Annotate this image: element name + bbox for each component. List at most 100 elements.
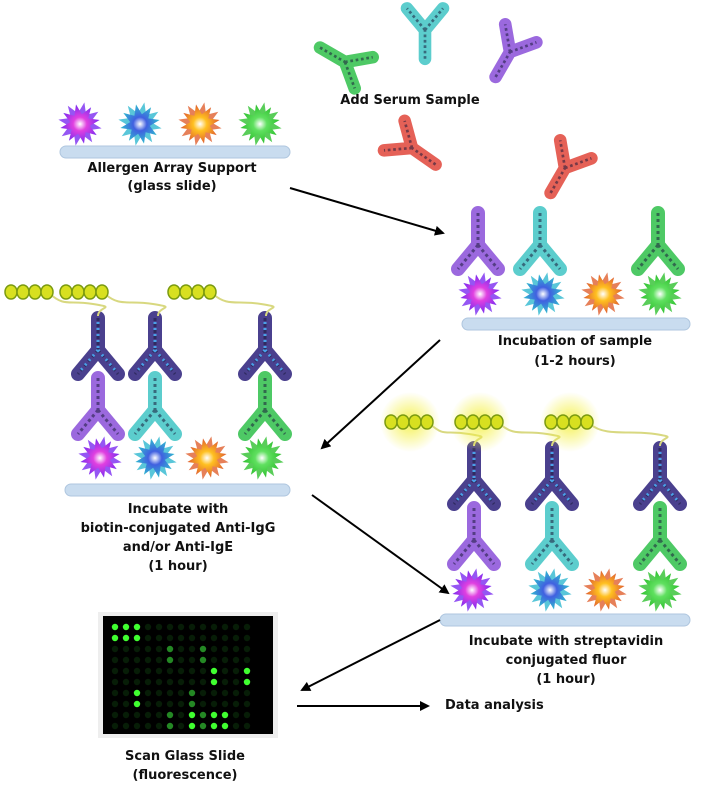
scan-sublabel: (fluorescence) (133, 768, 238, 783)
scan-spot (155, 689, 163, 697)
scan-spot (133, 623, 141, 631)
scan-spot (232, 711, 240, 719)
biotin-label-tag (4, 284, 107, 317)
biotin-label-tag (59, 284, 167, 317)
serum-antibody-red (377, 114, 442, 171)
scan-spot (210, 667, 218, 675)
scan-spot (111, 656, 119, 664)
scan-spot (122, 667, 130, 675)
scan-spot (155, 623, 163, 631)
scan-spot (177, 700, 185, 708)
scan-spot (122, 634, 130, 642)
bound-antibody-purple (71, 371, 125, 441)
streptavidin-label-1: Incubate with streptavidin (469, 634, 664, 649)
serum-antibody-cyan (400, 2, 450, 66)
scan-spot (199, 711, 207, 719)
scan-spot (177, 623, 185, 631)
scan-spot (155, 656, 163, 664)
scan-spot (122, 678, 130, 686)
scan-spot (122, 711, 130, 719)
scan-spot (199, 634, 207, 642)
scan-spot (166, 667, 174, 675)
scan-spot (133, 634, 141, 642)
scan-spot (199, 656, 207, 664)
scan-spot (122, 722, 130, 730)
scan-spot (243, 700, 251, 708)
allergen-blue-icon (118, 102, 162, 146)
biotin-label-3: and/or Anti-IgE (123, 540, 233, 555)
bound-antibody-green (238, 371, 292, 441)
bound-antibody-cyan (513, 206, 567, 276)
scan-spot (210, 656, 218, 664)
scan-spot (221, 689, 229, 697)
scan-spot (177, 634, 185, 642)
scan-spot (155, 645, 163, 653)
glass-slide-2 (461, 317, 691, 331)
scan-spot (122, 689, 130, 697)
biotin-label-2: biotin-conjugated Anti-IgG (81, 521, 276, 536)
scan-spot (221, 700, 229, 708)
scan-spot (221, 645, 229, 653)
scan-spot (166, 645, 174, 653)
scan-spot (177, 656, 185, 664)
scan-spot (133, 722, 141, 730)
incubation-label: Incubation of sample (498, 334, 652, 349)
biotin-label-tag (167, 284, 275, 317)
scan-spot (221, 711, 229, 719)
scan-spot (188, 689, 196, 697)
scan-spot (111, 667, 119, 675)
scan-spot (144, 722, 152, 730)
arrow-step-1 (289, 187, 445, 236)
scan-spot (133, 656, 141, 664)
scan-spot (122, 623, 130, 631)
scan-spot (199, 722, 207, 730)
scan-spot (166, 634, 174, 642)
allergen-green-icon (638, 568, 682, 612)
fluor-biotin-tag (380, 392, 483, 452)
scan-spot (232, 689, 240, 697)
anti-ige-antibody (525, 441, 579, 511)
scan-spot (144, 634, 152, 642)
arrow-step-4 (300, 619, 441, 691)
allergen-orange-icon (581, 272, 625, 316)
scan-spot (210, 634, 218, 642)
scan-spot (210, 623, 218, 631)
scan-spot (111, 689, 119, 697)
scan-spot (133, 667, 141, 675)
scan-spot (199, 623, 207, 631)
bound-antibody-purple (451, 206, 505, 276)
fluor-biotin-tag (450, 392, 561, 452)
fluorescence-scan-image (98, 612, 278, 738)
scan-spot (188, 667, 196, 675)
scan-spot (133, 711, 141, 719)
fluor-biotin-tag (540, 392, 669, 452)
allergen-magenta-icon (458, 272, 502, 316)
scan-spot (155, 711, 163, 719)
allergen-blue-icon (521, 272, 565, 316)
scan-spot (144, 678, 152, 686)
scan-spot (210, 645, 218, 653)
serum-antibody-green (313, 41, 380, 95)
scan-spot (177, 645, 185, 653)
scan-spot (188, 656, 196, 664)
allergen-green-icon (240, 436, 284, 480)
scan-spot (221, 656, 229, 664)
scan-spot (188, 722, 196, 730)
scan-spot (177, 722, 185, 730)
allergen-blue-icon (133, 436, 177, 480)
scan-spot (155, 700, 163, 708)
scan-spot (243, 634, 251, 642)
scan-spot (243, 678, 251, 686)
scan-spot (122, 656, 130, 664)
scan-spot (199, 667, 207, 675)
scan-spot (111, 623, 119, 631)
scan-spot (221, 634, 229, 642)
scan-spot (243, 645, 251, 653)
scan-spot (199, 678, 207, 686)
array-support-label: Allergen Array Support (87, 161, 256, 176)
serum-antibody-red-2 (544, 133, 598, 200)
scan-spot (232, 634, 240, 642)
anti-ige-antibody (238, 311, 292, 381)
scan-spot (210, 700, 218, 708)
scan-spot (155, 667, 163, 675)
